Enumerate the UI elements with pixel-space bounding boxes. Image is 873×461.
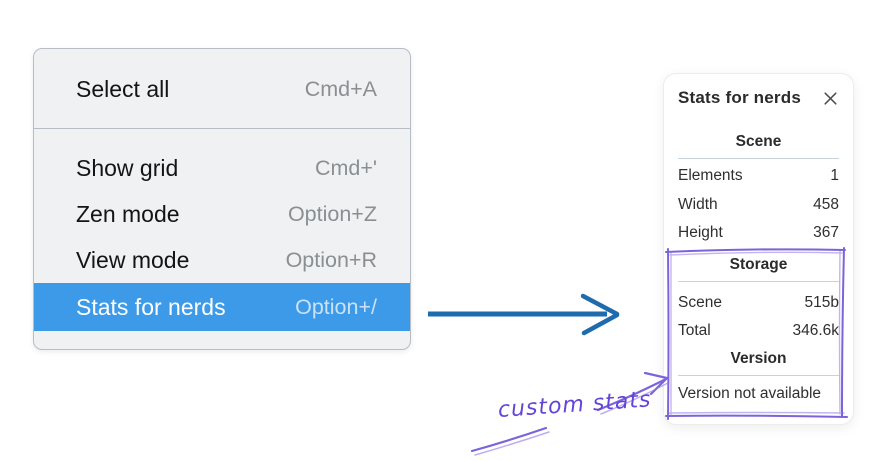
menu-item-select-all[interactable]: Select all Cmd+A xyxy=(34,66,410,112)
version-note: Version not available xyxy=(678,384,822,402)
menu-item-label: View mode xyxy=(76,246,190,273)
stats-panel-title: Stats for nerds xyxy=(678,88,801,107)
menu-item-zen-mode[interactable]: Zen mode Option+Z xyxy=(34,191,410,237)
stat-label: Elements xyxy=(678,167,743,184)
context-menu: Select all Cmd+A Show grid Cmd+' Zen mod… xyxy=(33,48,411,350)
section-title-version: Version xyxy=(730,349,787,367)
section-title-storage: Storage xyxy=(729,255,788,273)
stat-label: Height xyxy=(678,224,723,241)
menu-item-stats-for-nerds[interactable]: Stats for nerds Option+/ xyxy=(34,283,410,331)
section-divider xyxy=(678,158,839,159)
menu-item-label: Zen mode xyxy=(76,200,180,227)
stat-row-total-size: Total 346.6k xyxy=(678,317,839,346)
stat-value: 346.6k xyxy=(792,322,839,339)
stat-label: Width xyxy=(678,195,718,213)
stats-panel-header: Stats for nerds xyxy=(678,87,839,109)
stat-value: 458 xyxy=(813,195,839,213)
stats-panel: Stats for nerds Scene Elements 1 Width 4… xyxy=(663,73,854,425)
stat-value: 367 xyxy=(813,224,839,241)
menu-item-shortcut: Option+Z xyxy=(287,201,377,226)
menu-item-view-mode[interactable]: View mode Option+R xyxy=(34,237,410,283)
menu-item-shortcut: Cmd+A xyxy=(304,76,377,101)
close-icon[interactable] xyxy=(821,89,839,107)
menu-item-label: Show grid xyxy=(76,154,179,181)
section-divider xyxy=(678,280,839,282)
menu-item-shortcut: Option+/ xyxy=(295,294,377,319)
stat-row-width: Width 458 xyxy=(678,191,839,220)
menu-group-top: Select all Cmd+A xyxy=(34,49,410,128)
stat-row-elements: Elements 1 xyxy=(678,162,839,191)
menu-divider xyxy=(34,128,410,129)
stat-label: Scene xyxy=(678,293,722,311)
menu-item-show-grid[interactable]: Show grid Cmd+' xyxy=(34,145,410,191)
section-divider xyxy=(678,374,839,376)
annotation-label: custom stats xyxy=(497,387,653,423)
menu-item-shortcut: Cmd+' xyxy=(314,155,377,180)
stat-label: Total xyxy=(678,322,711,339)
stat-row-scene-size: Scene 515b xyxy=(678,289,839,318)
menu-item-label: Stats for nerds xyxy=(76,293,226,320)
stat-value: 1 xyxy=(830,167,839,184)
stat-row-height: Height 367 xyxy=(678,219,839,248)
stat-value: 515b xyxy=(804,293,839,311)
menu-group-bottom: Show grid Cmd+' Zen mode Option+Z View m… xyxy=(34,129,410,331)
menu-item-shortcut: Option+R xyxy=(285,247,377,272)
menu-item-label: Select all xyxy=(76,75,170,102)
section-title-scene: Scene xyxy=(735,133,782,150)
